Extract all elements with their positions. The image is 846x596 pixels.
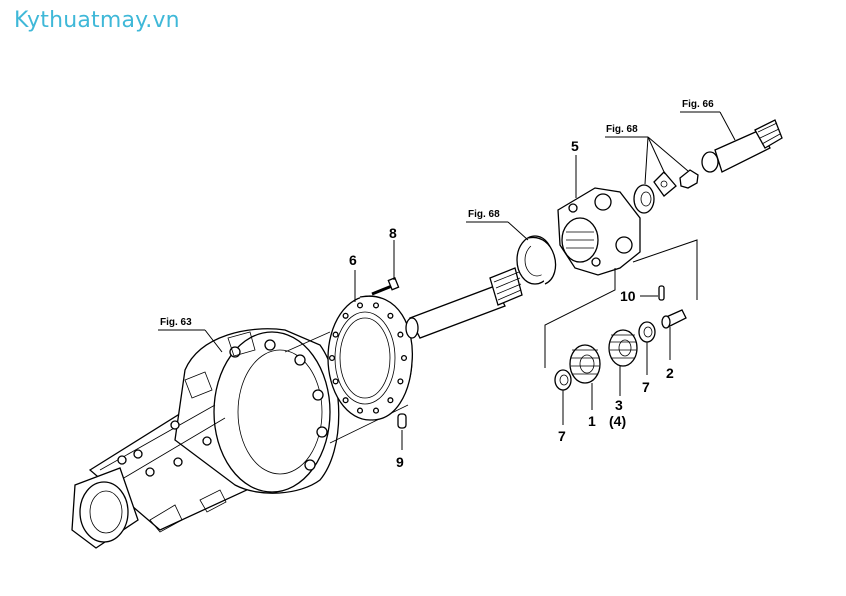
planet-carrier [557, 187, 641, 276]
ring-bolt-hole [387, 397, 394, 404]
axis-line-1 [284, 331, 331, 353]
ring-bolt-hole [356, 302, 364, 309]
planet-gear-3 [608, 329, 638, 367]
leader-lines [158, 111, 736, 425]
site-watermark: Kythuatmay.vn [14, 8, 180, 33]
callout-5: 5 [571, 138, 579, 154]
fig-ref-68-top: Fig. 68 [606, 124, 638, 135]
lock-plate [653, 171, 677, 197]
washer-7-right [638, 321, 656, 343]
callout-3: 3 [615, 397, 623, 413]
callout-2: 2 [666, 365, 674, 381]
ring-gear [327, 295, 414, 421]
ring-bolt-hole [328, 354, 336, 362]
ring-bolt-hole [342, 397, 349, 404]
ring-gear-bolt-holes [328, 302, 408, 414]
fig-ref-66: Fig. 66 [682, 99, 714, 110]
planet-bracket-right [632, 239, 698, 300]
ring-bolt-hole [400, 354, 408, 362]
pin-10 [658, 285, 665, 301]
ring-bolt-hole [342, 312, 349, 319]
planet-gear-1 [569, 344, 601, 384]
axis-line-2 [329, 404, 409, 444]
thrust-washer [633, 184, 655, 214]
callout-1: 1 [588, 413, 596, 429]
planet-bracket-left [544, 268, 616, 368]
ring-bolt-hole [372, 407, 380, 414]
lock-nut [679, 169, 699, 189]
callout-10: 10 [620, 288, 636, 304]
callout-4: (4) [609, 413, 626, 429]
callout-7-left: 7 [558, 428, 566, 444]
fig-ref-68-shaft: Fig. 68 [468, 209, 500, 220]
planet-shaft-2 [661, 309, 687, 329]
callout-9: 9 [396, 454, 404, 470]
axle-housing [71, 328, 340, 549]
ring-bolt-hole [397, 378, 404, 385]
callout-7-right: 7 [642, 379, 650, 395]
axle-shaft [701, 119, 783, 173]
callout-8: 8 [389, 225, 397, 241]
washer-7-left [554, 369, 572, 391]
shaft-bearing [516, 235, 557, 285]
pin-9 [397, 413, 407, 450]
drive-shaft [405, 267, 523, 339]
ring-bolt-hole [332, 331, 339, 338]
callout-6: 6 [349, 252, 357, 268]
ring-bolt-hole [332, 378, 339, 385]
ring-bolt-hole [397, 331, 404, 338]
ring-bolt-hole [372, 302, 380, 309]
bolt-8 [371, 240, 400, 296]
ring-bolt-hole [387, 312, 394, 319]
ring-bolt-hole [356, 407, 364, 414]
fig-ref-63: Fig. 63 [160, 317, 192, 328]
